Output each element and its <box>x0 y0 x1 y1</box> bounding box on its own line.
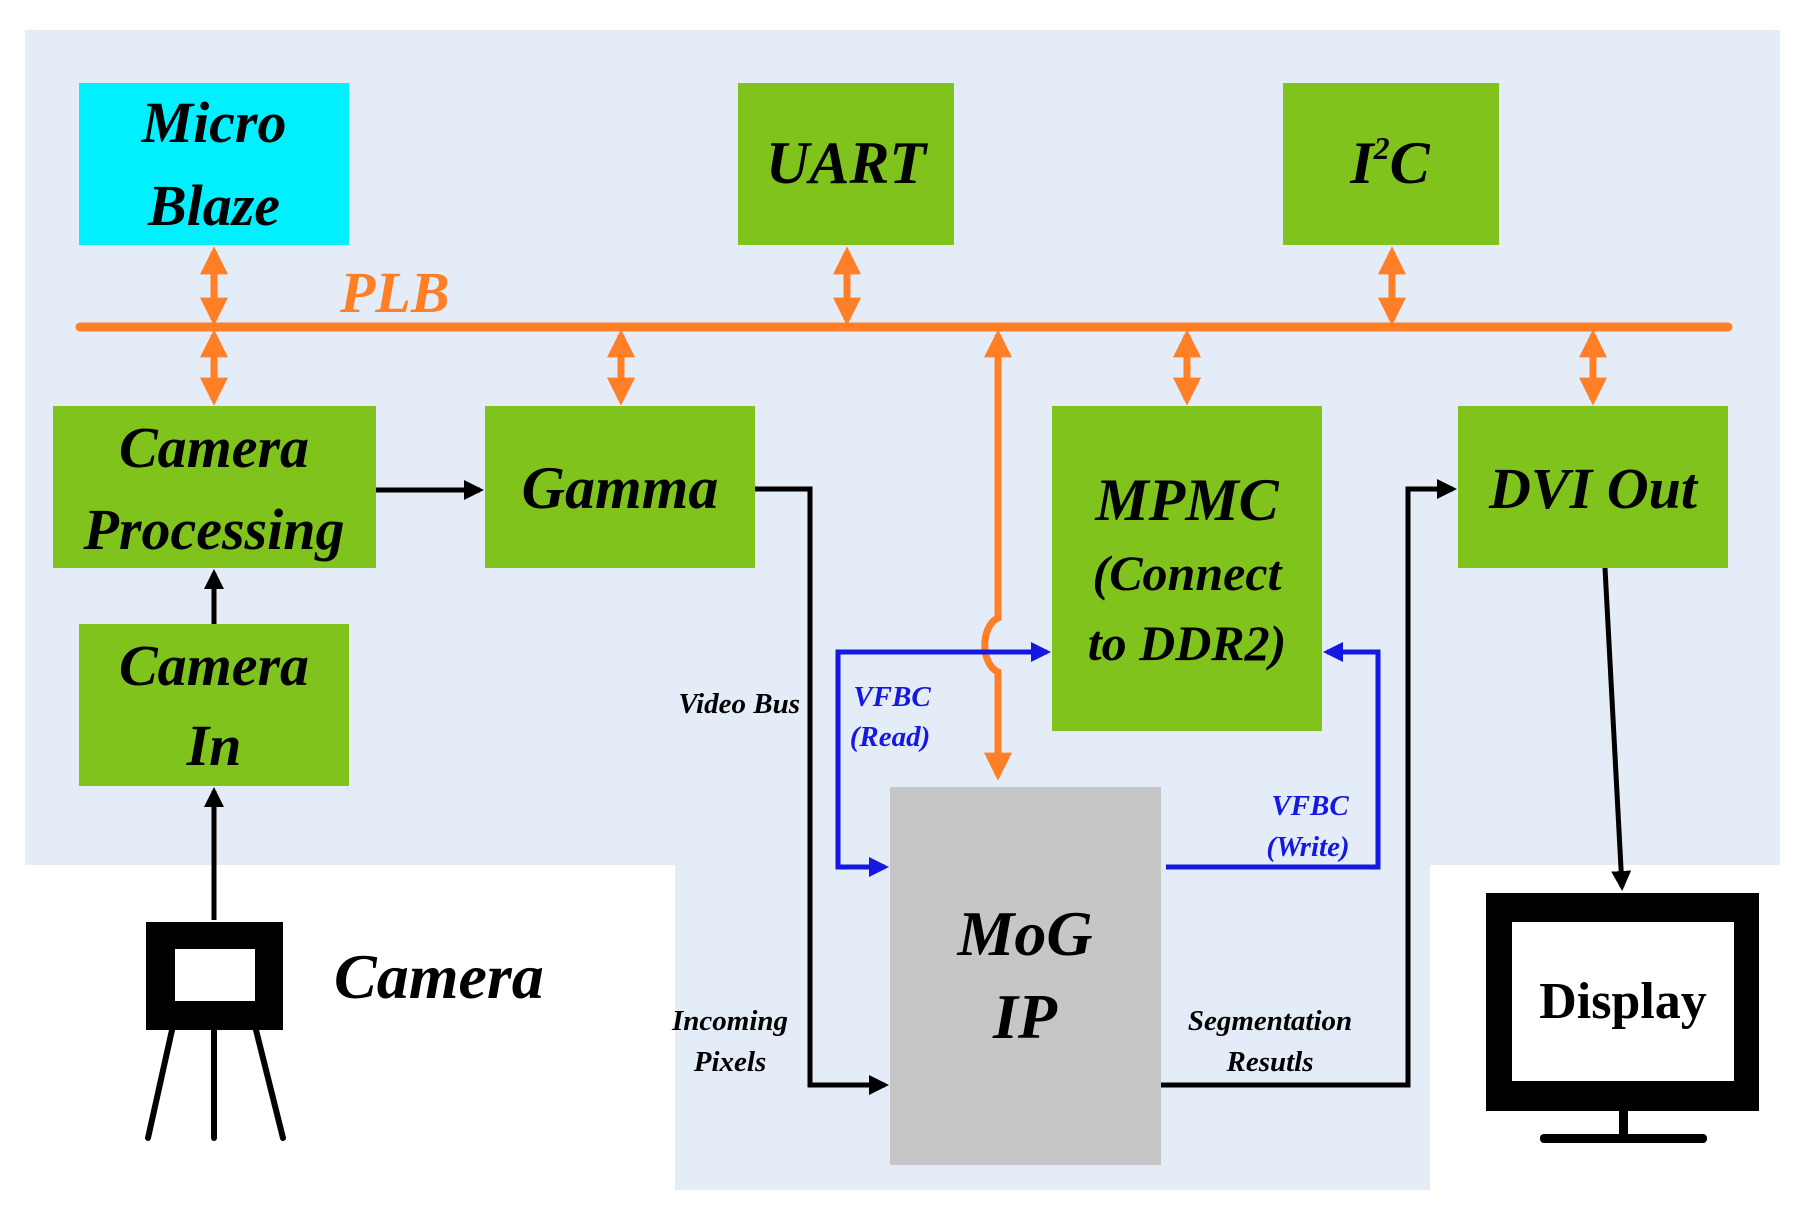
incoming-pixels-label-1: Incoming <box>671 1005 788 1037</box>
i2c-label: I2C <box>1349 130 1430 196</box>
display-label: Display <box>1539 973 1707 1030</box>
mpmc-label-2: (Connect <box>1093 545 1284 601</box>
vfbc-write-label-1: VFBC <box>1271 790 1349 822</box>
microblaze-label-2: Blaze <box>147 173 280 238</box>
block-i2c: I2C <box>1283 83 1499 245</box>
i2c-label-rest: C <box>1390 130 1431 196</box>
data-flow-lines <box>204 479 1632 1095</box>
incoming-pixels-label-2: Pixels <box>693 1046 767 1078</box>
i2c-label-sup: 2 <box>1373 130 1390 166</box>
camproc-label-1: Camera <box>119 415 309 480</box>
plb-bus-label: PLB <box>339 260 450 325</box>
vfbc-lines <box>835 642 1381 877</box>
block-gamma: Gamma <box>485 406 755 568</box>
segmentation-label-1: Segmentation <box>1188 1005 1352 1037</box>
camin-label-2: In <box>186 713 242 778</box>
vfbc-read-label-2: (Read) <box>850 721 931 753</box>
block-camera-processing: Camera Processing <box>53 406 376 568</box>
dvi-label: DVI Out <box>1488 456 1699 521</box>
block-dvi-out: DVI Out <box>1458 406 1728 568</box>
vfbc-read-line <box>835 642 1051 877</box>
vfbc-write-line <box>1166 642 1381 870</box>
mog-label-1: MoG <box>956 898 1092 969</box>
block-microblaze: Micro Blaze <box>79 83 349 245</box>
mpmc-label-3: to DDR2) <box>1088 615 1287 671</box>
mog-label-2: IP <box>992 981 1058 1052</box>
block-camera-in: Camera In <box>79 624 349 786</box>
mpmc-label-1: MPMC <box>1094 467 1279 533</box>
monitor-icon <box>1486 893 1759 1143</box>
vfbc-read-label-1: VFBC <box>853 681 931 713</box>
arrow-dvi-to-display <box>1602 567 1632 891</box>
block-mog-ip: MoG IP <box>890 787 1161 1165</box>
camproc-label-2: Processing <box>83 497 345 562</box>
segmentation-label-2: Resutls <box>1225 1046 1313 1078</box>
video-bus-line <box>755 486 889 1095</box>
video-bus-label: Video Bus <box>678 688 800 720</box>
segmentation-line <box>1161 479 1457 1088</box>
camera-tripod-icon <box>145 922 286 1141</box>
block-uart: UART <box>738 83 954 245</box>
gamma-label: Gamma <box>522 455 719 521</box>
i2c-label-base: I <box>1349 130 1376 196</box>
block-mpmc: MPMC (Connect to DDR2) <box>1052 406 1322 731</box>
camin-label-1: Camera <box>119 633 309 698</box>
camera-label: Camera <box>334 941 544 1012</box>
uart-label: UART <box>766 130 928 196</box>
vfbc-write-label-2: (Write) <box>1266 831 1349 863</box>
microblaze-label-1: Micro <box>141 90 287 155</box>
